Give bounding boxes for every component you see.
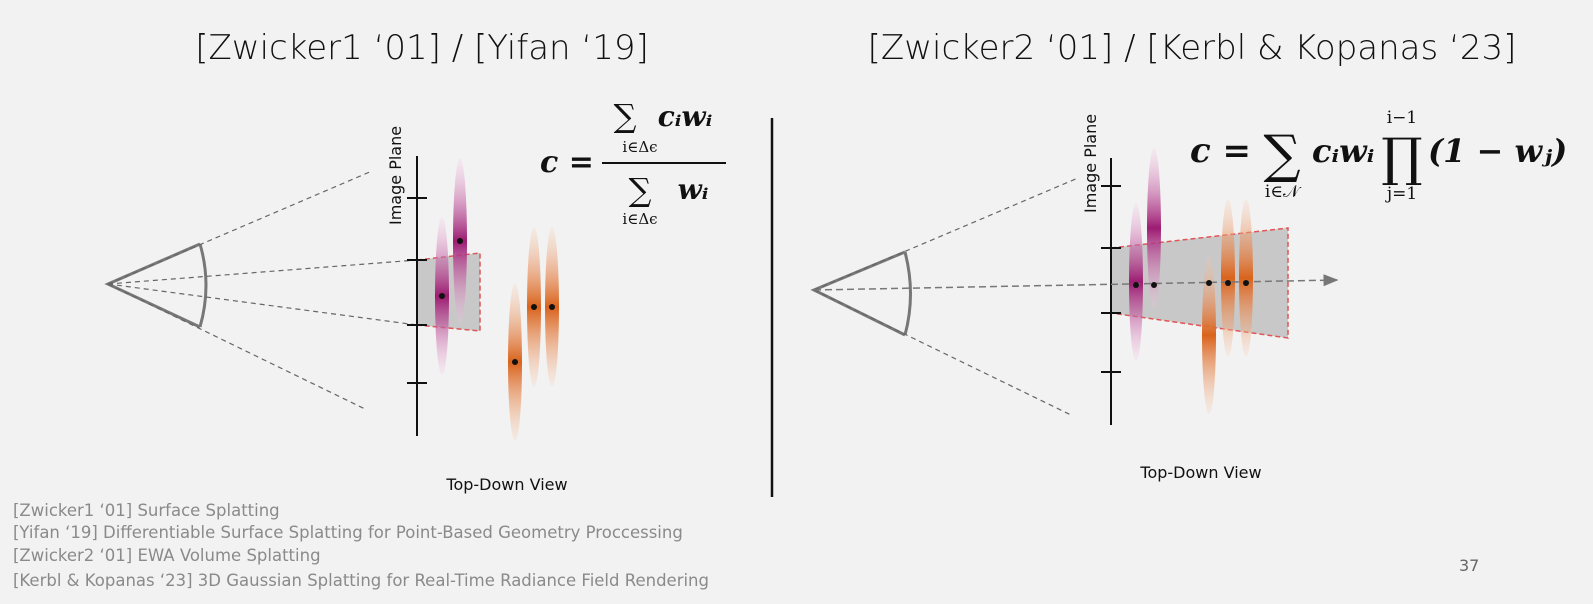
right-frustum-rays xyxy=(813,177,1079,416)
right-formula-lhs: c = xyxy=(1190,131,1251,171)
left-camera-lens xyxy=(198,243,208,328)
right-formula-sum-sub: i∈𝒩 xyxy=(1265,182,1302,202)
right-gaussian-orange-3 xyxy=(1239,199,1253,357)
right-gaussian-centers xyxy=(1133,280,1249,288)
right-gaussian-orange-1 xyxy=(1202,256,1216,414)
reference-4: [Kerbl & Kopanas ‘23] 3D Gaussian Splatt… xyxy=(13,571,709,590)
right-formula-sum: ∑ xyxy=(1263,125,1300,185)
right-formula-prod-term: (1 − wⱼ) xyxy=(1428,132,1567,170)
left-axis-ticks xyxy=(407,197,427,384)
right-axis-label: Image Plane xyxy=(1081,114,1100,213)
right-formula-term: cᵢwᵢ xyxy=(1312,132,1374,170)
right-axis-ticks xyxy=(1101,185,1121,373)
left-frustum-rays xyxy=(107,170,418,410)
left-formula-den-term: wᵢ xyxy=(678,173,709,206)
right-formula-prod-sup: i−1 xyxy=(1387,108,1418,128)
left-diagram: Image Plane Top-Down View xyxy=(104,126,568,494)
reference-3: [Zwicker2 ‘01] EWA Volume Splatting xyxy=(13,546,321,565)
left-title: [Zwicker1 ‘01] / [Yifan ‘19] xyxy=(195,28,649,68)
right-gaussian-magenta-2 xyxy=(1147,148,1161,308)
left-formula-den-sub: i∈Δϵ xyxy=(622,210,657,228)
left-formula-num-sub: i∈Δϵ xyxy=(622,138,657,156)
right-view-label: Top-Down View xyxy=(1139,463,1261,482)
right-camera-lens xyxy=(903,251,912,336)
right-formula-prod-sub: j=1 xyxy=(1385,184,1417,204)
page-number: 37 xyxy=(1459,556,1480,575)
left-formula-den-sum: ∑ xyxy=(629,171,652,209)
reference-2: [Yifan ‘19] Differentiable Surface Splat… xyxy=(13,523,683,542)
right-gaussian-orange-2 xyxy=(1221,199,1235,357)
right-diagram: Image Plane Top-Down View xyxy=(810,114,1339,482)
left-formula-lhs: c = xyxy=(540,145,594,180)
right-formula: c = ∑ i∈𝒩 cᵢwᵢ i−1 ∏ j=1 (1 − wⱼ) xyxy=(1190,108,1567,204)
right-title: [Zwicker2 ‘01] / [Kerbl & Kopanas ‘23] xyxy=(868,28,1517,68)
right-formula-prod: ∏ xyxy=(1381,128,1422,188)
left-view-label: Top-Down View xyxy=(445,475,567,494)
reference-1: [Zwicker1 ‘01] Surface Splatting xyxy=(13,501,280,520)
left-gaussian-centers xyxy=(439,238,555,365)
left-formula: c = ∑ i∈Δϵ cᵢwᵢ ∑ i∈Δϵ wᵢ xyxy=(540,97,726,228)
left-formula-num-sum: ∑ xyxy=(614,97,637,135)
right-camera-icon xyxy=(810,250,906,337)
left-formula-num-term: cᵢwᵢ xyxy=(658,100,713,133)
left-axis-label: Image Plane xyxy=(386,126,405,225)
right-ray-arrow xyxy=(813,274,1339,291)
